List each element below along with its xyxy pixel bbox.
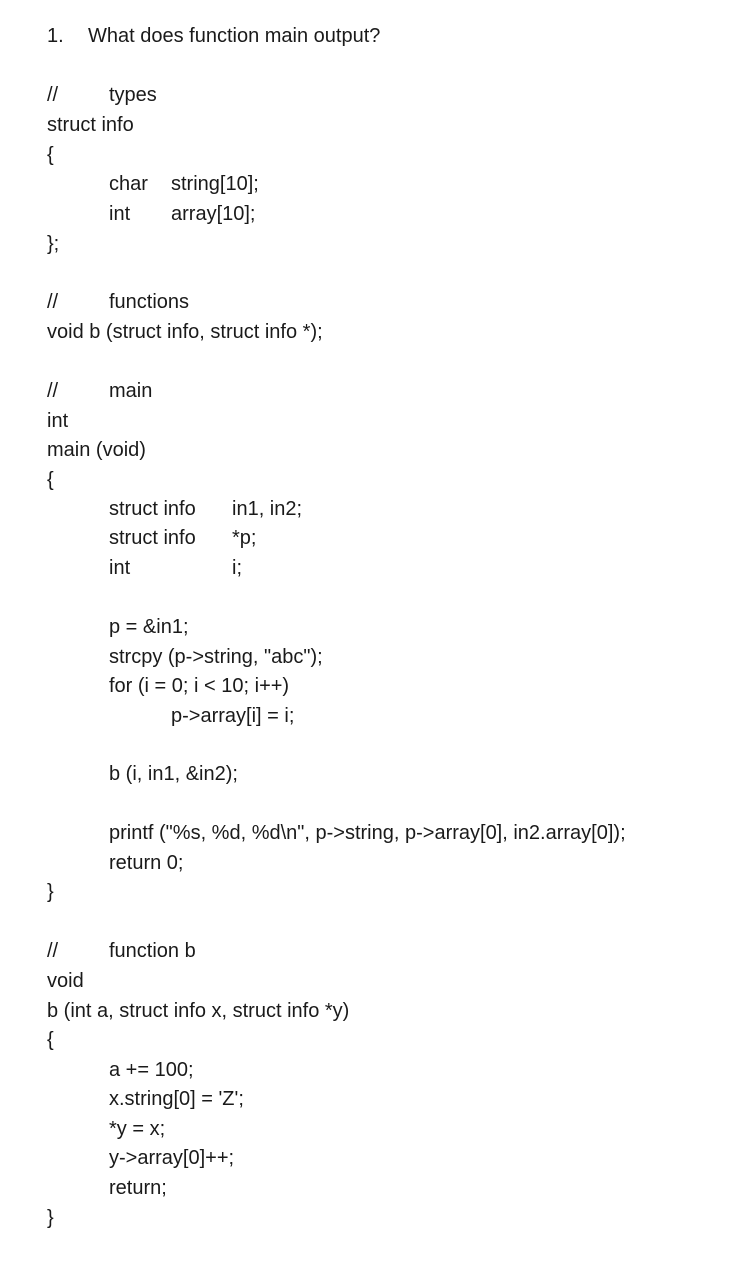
code-statement: strcpy (p->string, "abc");	[109, 646, 323, 668]
open-brace: {	[47, 144, 54, 166]
decl-type: struct info	[109, 527, 196, 549]
question-number: 1.	[47, 25, 64, 47]
open-brace: {	[47, 469, 54, 491]
code-statement: x.string[0] = 'Z';	[109, 1088, 244, 1110]
decl-type: struct info	[109, 498, 196, 520]
code-statement: y->array[0]++;	[109, 1147, 235, 1169]
comment-label: functions	[109, 291, 190, 313]
struct-declaration: struct info	[47, 114, 134, 136]
function-signature: b (int a, struct info x, struct info *y)	[47, 1000, 350, 1022]
comment-label: main	[109, 380, 153, 402]
decl-name: in1, in2;	[232, 498, 303, 520]
close-brace: }	[47, 1207, 54, 1229]
code-statement: p->array[i] = i;	[171, 705, 295, 727]
question-text: What does function main output?	[88, 25, 381, 47]
code-statement: for (i = 0; i < 10; i++)	[109, 675, 290, 697]
close-brace: }	[47, 881, 54, 903]
comment-slashes: //	[47, 84, 59, 106]
decl-name: *p;	[232, 527, 257, 549]
comment-slashes: //	[47, 291, 59, 313]
decl-type: int	[109, 557, 131, 579]
field-name: array[10];	[171, 203, 256, 225]
function-signature: main (void)	[47, 439, 146, 461]
comment-slashes: //	[47, 380, 59, 402]
field-name: string[10];	[171, 173, 259, 195]
comment-slashes: //	[47, 940, 59, 962]
comment-label: function b	[109, 940, 196, 962]
code-statement: return 0;	[109, 852, 184, 874]
code-statement: b (i, in1, &in2);	[109, 763, 238, 785]
code-statement: return;	[109, 1177, 167, 1199]
return-type: void	[47, 970, 84, 992]
code-statement: *y = x;	[109, 1118, 166, 1140]
close-brace: };	[47, 233, 60, 255]
field-type: int	[109, 203, 131, 225]
code-statement: a += 100;	[109, 1059, 194, 1081]
open-brace: {	[47, 1029, 54, 1051]
comment-label: types	[109, 84, 157, 106]
return-type: int	[47, 410, 69, 432]
field-type: char	[109, 173, 148, 195]
code-statement: printf ("%s, %d, %d\n", p->string, p->ar…	[109, 822, 626, 844]
function-prototype: void b (struct info, struct info *);	[47, 321, 323, 343]
decl-name: i;	[232, 557, 242, 579]
code-statement: p = &in1;	[109, 616, 189, 638]
